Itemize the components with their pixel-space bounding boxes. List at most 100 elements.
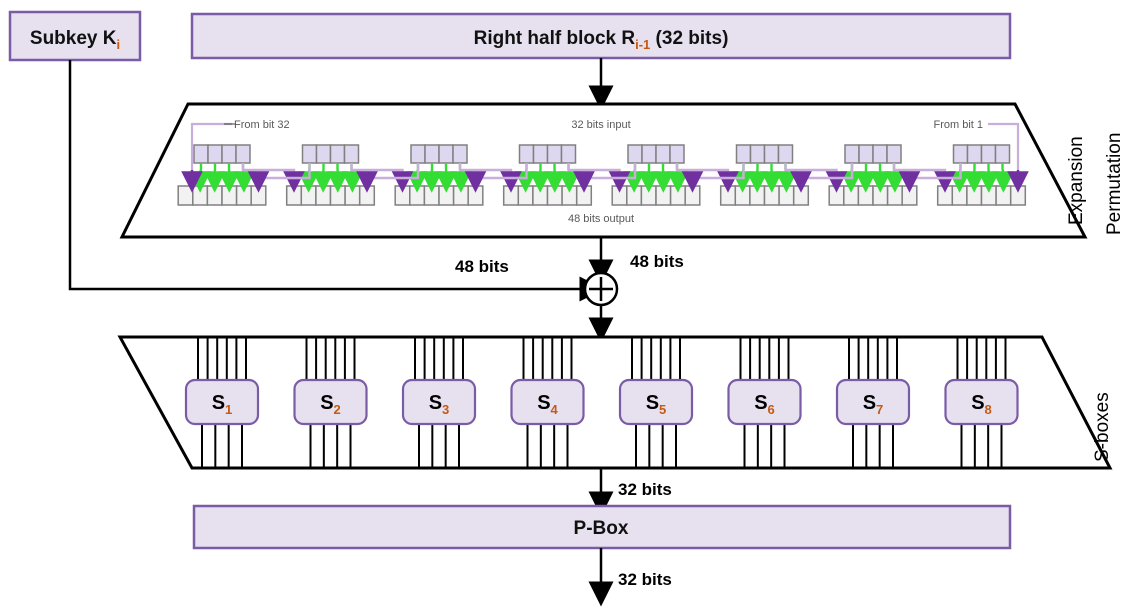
subkey-label: Subkey K <box>30 28 117 49</box>
sbox-letter: S <box>429 392 442 414</box>
expansion-output-cell <box>206 185 223 206</box>
expansion-direct-arrow <box>189 163 211 193</box>
expansion-input-cell <box>872 144 888 164</box>
expansion-output-cell <box>221 185 238 206</box>
expansion-output-label: 48 bits output <box>568 213 634 225</box>
expansion-output-cell <box>966 185 983 206</box>
expansion-input-cell <box>749 144 766 164</box>
expansion-input-cell <box>858 144 874 164</box>
expansion-direct-arrow <box>992 163 1015 193</box>
sbox-letter: S <box>754 392 767 414</box>
expansion-output-cell <box>177 185 194 206</box>
expansion-input-cell <box>343 144 360 164</box>
expansion-output-cell <box>1009 185 1027 206</box>
expansion-output-cell <box>329 185 346 206</box>
expansion-output-cell <box>980 185 997 206</box>
expansion-output-cell <box>669 185 686 206</box>
expansion-output-cell <box>792 185 810 206</box>
sbox-2[interactable]: S2 <box>293 378 368 426</box>
sbox-index: 6 <box>768 402 775 417</box>
expansion-output-cell <box>719 185 737 206</box>
expansion-output-cell <box>734 185 751 206</box>
expansion-output-cell <box>611 185 628 206</box>
svg-text:S3: S3 <box>429 392 450 417</box>
xor-left-bits-label: 48 bits <box>455 257 509 276</box>
from-bit-1-label: From bit 1 <box>933 119 983 131</box>
sbox-wiring <box>197 337 1007 468</box>
expansion-input-cell <box>518 144 535 164</box>
expansion-output-cell <box>438 185 455 206</box>
expansion-output-cell <box>452 185 469 206</box>
sbox-1[interactable]: S1 <box>184 378 260 426</box>
svg-text:S8: S8 <box>971 392 992 417</box>
right-half-subscript: i-1 <box>635 37 650 52</box>
right-half-block-box[interactable]: Right half block Ri-1 (32 bits) <box>190 12 1012 60</box>
expansion-input-cell <box>424 144 440 164</box>
expansion-output-cell <box>626 185 643 206</box>
svg-text:S7: S7 <box>863 392 884 417</box>
expansion-output-cell <box>315 185 332 206</box>
expansion-output-cell <box>561 185 578 206</box>
sbox-6[interactable]: S6 <box>727 378 802 426</box>
expansion-input-cell <box>329 144 346 164</box>
expansion-input-cell <box>221 144 237 164</box>
sbox-5[interactable]: S5 <box>618 378 694 426</box>
expansion-output-cell <box>872 185 889 206</box>
right-half-suffix: (32 bits) <box>650 28 728 49</box>
expansion-output-cell <box>517 185 534 206</box>
expansion-input-cell <box>994 144 1011 164</box>
expansion-output-cell <box>409 185 426 206</box>
subkey-box[interactable]: Subkey Ki <box>8 10 142 62</box>
sbox-7[interactable]: S7 <box>835 378 911 426</box>
expansion-output-cell <box>951 185 968 206</box>
sbox-8[interactable]: S8 <box>944 378 1019 426</box>
pbox-output-bits-label: 32 bits <box>618 570 672 589</box>
expansion-output-cell <box>749 185 766 206</box>
expansion-output-cell <box>250 185 267 206</box>
expansion-output-cell <box>423 185 440 206</box>
expansion-input-cell <box>452 144 468 164</box>
expansion-output-cell <box>684 185 701 206</box>
svg-text:S5: S5 <box>646 392 667 417</box>
xor-gate[interactable] <box>583 237 619 343</box>
expansion-input-cell <box>193 144 209 164</box>
sboxes-trapezoid <box>117 335 1113 470</box>
expansion-output-cell <box>655 185 672 206</box>
expansion-input-label: 32 bits input <box>571 119 630 131</box>
expansion-output-cell <box>546 185 563 206</box>
subkey-wire <box>68 60 605 302</box>
expansion-input-cell <box>301 144 318 164</box>
expansion-output-cell <box>857 185 874 206</box>
expansion-output-cell <box>192 185 209 206</box>
expansion-output-cell <box>828 185 845 206</box>
expansion-side-label-1: Expansion <box>1066 136 1087 225</box>
expansion-input-cell <box>980 144 997 164</box>
from-bit-1-wire <box>988 122 1020 178</box>
expansion-side-label-2: Permutation <box>1104 133 1125 235</box>
expansion-input-cell <box>546 144 563 164</box>
expansion-input-cell <box>966 144 983 164</box>
expansion-input-cell <box>844 144 860 164</box>
expansion-output-cell <box>394 185 411 206</box>
expansion-output-cell <box>532 185 549 206</box>
subkey-subscript: i <box>116 37 120 52</box>
sbox-index: 7 <box>876 402 883 417</box>
sbox-letter: S <box>863 392 876 414</box>
expansion-output-cell <box>235 185 252 206</box>
expansion-input-cell <box>438 144 454 164</box>
svg-text:Right half block Ri-1 (32 bits: Right half block Ri-1 (32 bits) <box>474 28 729 52</box>
expansion-output-cell <box>936 185 954 206</box>
sbox-4[interactable]: S4 <box>510 378 585 426</box>
sbox-3[interactable]: S3 <box>401 378 477 426</box>
sbox-letter: S <box>971 392 984 414</box>
sbox-index: 4 <box>551 402 559 417</box>
expansion-input-cell <box>669 144 685 164</box>
expansion-input-cell <box>410 144 426 164</box>
expansion-output-cell <box>640 185 657 206</box>
expansion-output-cell <box>285 185 303 206</box>
sbox-index: 1 <box>225 402 232 417</box>
pbox[interactable]: P-Box <box>192 504 1012 550</box>
expansion-output-cell <box>763 185 780 206</box>
expansion-input-cell <box>735 144 752 164</box>
